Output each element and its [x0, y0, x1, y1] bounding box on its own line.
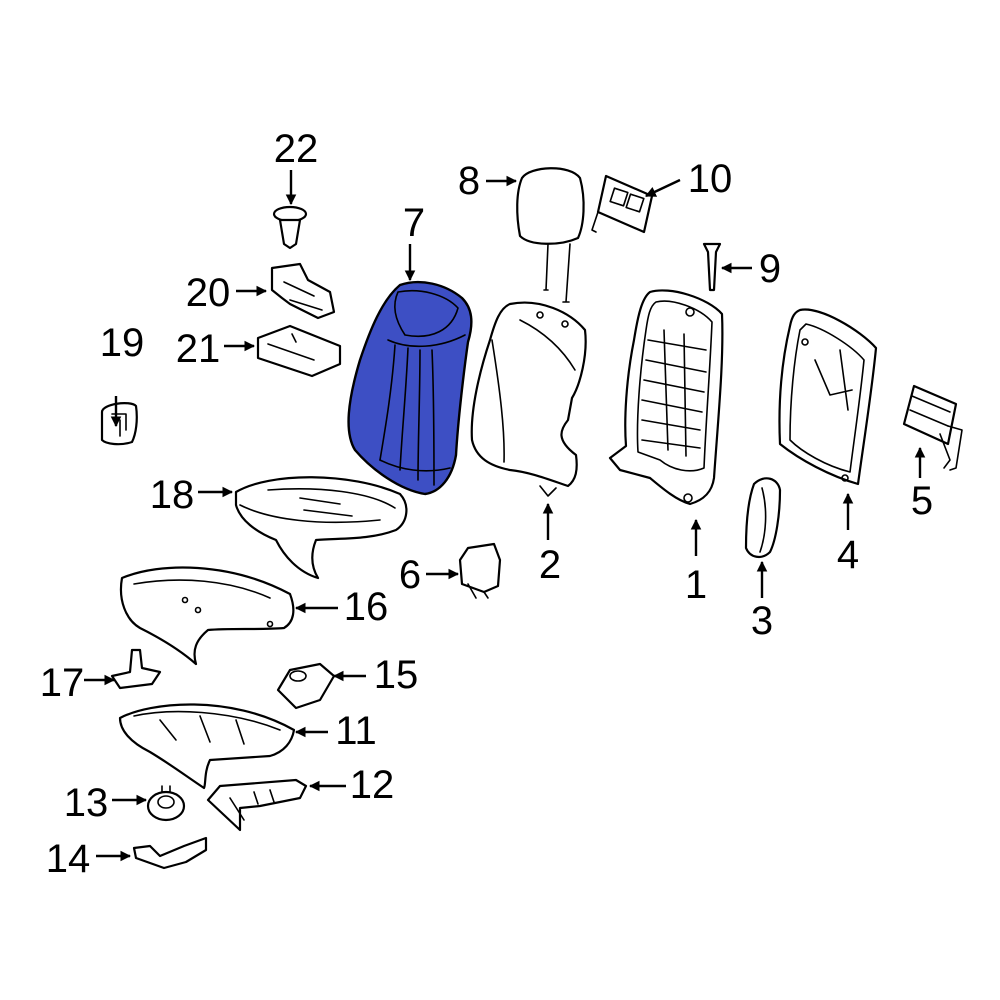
part-6-module[interactable]	[458, 542, 502, 599]
callout-7: 7	[403, 201, 425, 245]
callout-22: 22	[274, 127, 319, 171]
part-1-seat-back-frame[interactable]	[608, 289, 724, 506]
part-21-bracket[interactable]	[256, 324, 342, 378]
part-2-seat-back-pad[interactable]	[470, 301, 587, 497]
callout-16: 16	[344, 585, 389, 629]
callout-13: 13	[64, 781, 109, 825]
part-11-seat-pan[interactable]	[118, 703, 296, 790]
part-15-trim-piece[interactable]	[276, 662, 336, 710]
part-20-switch[interactable]	[270, 262, 336, 320]
callout-4: 4	[837, 533, 859, 577]
leader-lines	[84, 170, 926, 862]
part-9-guide[interactable]	[702, 242, 722, 292]
callout-8: 8	[458, 159, 480, 203]
callout-6: 6	[399, 553, 421, 597]
part-16-seat-cushion-pad[interactable]	[119, 566, 295, 666]
part-17-clip-bracket[interactable]	[110, 648, 162, 690]
callout-3: 3	[751, 599, 773, 643]
callout-19: 19	[100, 321, 145, 365]
callout-12: 12	[350, 763, 395, 807]
callout-14: 14	[46, 837, 91, 881]
callout-17: 17	[40, 661, 85, 705]
callout-21: 21	[176, 327, 221, 371]
part-12-side-shield[interactable]	[206, 778, 308, 832]
part-5-bracket[interactable]	[902, 384, 963, 471]
callout-20: 20	[186, 271, 231, 315]
callout-2: 2	[539, 543, 561, 587]
part-19-cap[interactable]	[100, 402, 138, 446]
part-14-bracket[interactable]	[132, 836, 208, 870]
callout-18: 18	[150, 473, 195, 517]
part-18-seat-cushion-cover[interactable]	[234, 476, 408, 580]
callout-5: 5	[911, 479, 933, 523]
part-13-knob[interactable]	[146, 785, 186, 822]
part-22-clip[interactable]	[272, 205, 308, 250]
part-7-seat-back-cover[interactable]	[347, 280, 473, 496]
callout-1: 1	[685, 563, 707, 607]
callout-15: 15	[374, 653, 419, 697]
callout-10: 10	[688, 157, 733, 201]
callout-11: 11	[335, 709, 377, 753]
part-3-side-trim[interactable]	[744, 477, 782, 558]
part-10-switch-plate[interactable]	[591, 174, 654, 234]
callout-9: 9	[759, 247, 781, 291]
part-4-rear-panel[interactable]	[778, 308, 878, 486]
part-8-headrest[interactable]	[516, 167, 585, 303]
callout-labels: 22 7 8 10 9 20 21 19 18 2 1 4 5 3 6 16 1…	[40, 127, 933, 881]
